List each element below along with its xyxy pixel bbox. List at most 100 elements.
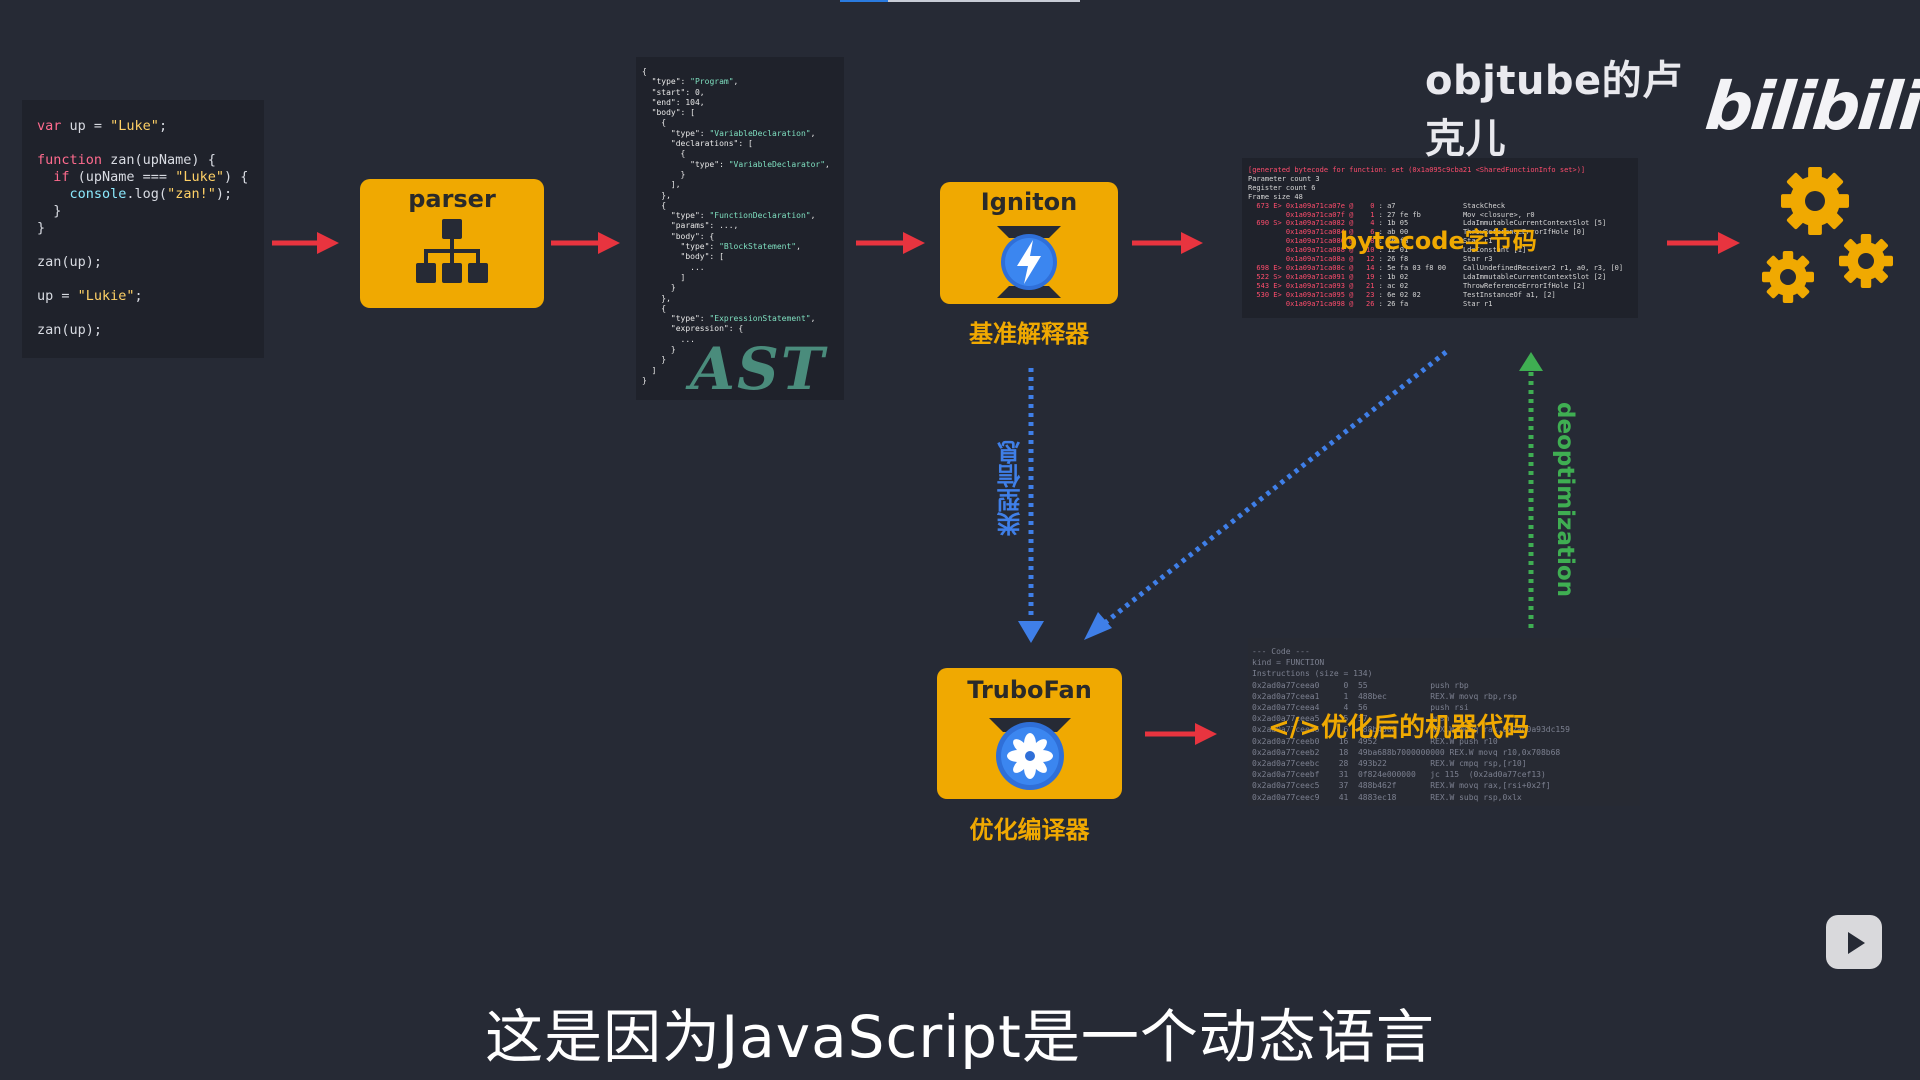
deoptimization-label: deoptimization bbox=[1552, 402, 1578, 598]
ast-line: "expression": { bbox=[642, 324, 744, 334]
machine-code-line: 0x2ad0a77ceea6 6 488b4500 REX.W movq rax… bbox=[1252, 725, 1570, 735]
bytecode-line: Parameter count 3 bbox=[1248, 174, 1320, 183]
parser-box: parser bbox=[360, 179, 544, 308]
bytecode-line: Frame size 48 bbox=[1248, 192, 1303, 201]
video-progress-track[interactable] bbox=[840, 0, 1080, 2]
deopt-arrowhead bbox=[1519, 352, 1543, 371]
bytecode-panel: [generated bytecode for function: set (0… bbox=[1242, 158, 1638, 318]
ast-line: } bbox=[642, 355, 667, 365]
bytecode-line: 698 E> 0x1a09a71ca08c @ 14 : 5e fa 03 f8… bbox=[1248, 263, 1624, 272]
bytecode-line: 0x1a09a71ca088 @ 10 : 12 01 LdaConstant … bbox=[1248, 246, 1527, 255]
source-to-parser-arrowhead bbox=[317, 232, 339, 254]
machine-code-line: kind = FUNCTION bbox=[1252, 658, 1325, 668]
type-info-arrowhead bbox=[1018, 621, 1044, 643]
ast-line: ... bbox=[642, 262, 705, 272]
machine-code-line: 0x2ad0a77ceec9 41 4883ec18 REX.W subq rs… bbox=[1252, 792, 1522, 802]
bytecode-line: 530 E> 0x1a09a71ca095 @ 23 : 6e 02 02 Te… bbox=[1248, 290, 1556, 299]
ast-line: "start": 0, bbox=[642, 87, 705, 97]
ast-line: } bbox=[642, 375, 647, 385]
bytecode-label: bytecode字节码 bbox=[1340, 227, 1537, 255]
bytecode-line: 0x1a09a71ca086 @ 8 : 26 fa Star r1 bbox=[1248, 237, 1493, 246]
machine-code-line: 0x2ad0a77ceebf 31 0f824e000000 jc 115 (0… bbox=[1252, 770, 1546, 780]
ast-line: "type": "FunctionDeclaration", bbox=[642, 211, 816, 221]
gears-icon bbox=[1762, 167, 1893, 303]
ast-line: "params": ..., bbox=[642, 221, 739, 231]
ast-line: "type": "VariableDeclarator", bbox=[642, 159, 830, 169]
gear-large bbox=[1781, 167, 1849, 235]
bytecode-line: 690 S> 0x1a09a71ca082 @ 4 : 1b 05 LdaImm… bbox=[1248, 219, 1607, 228]
ignition-to-bytecode-arrowhead bbox=[1181, 232, 1203, 254]
turbofan-box: TruboFan bbox=[937, 668, 1122, 799]
ast-line: { bbox=[642, 303, 667, 313]
source-code-line: if (upName === "Luke") { bbox=[53, 169, 249, 185]
turbofan-subtitle: 优化编译器 bbox=[969, 816, 1090, 844]
bytecode-line: [generated bytecode for function: set (0… bbox=[1248, 166, 1586, 174]
machine-code-line: 0x2ad0a77ceea0 0 55 push rbp bbox=[1252, 680, 1469, 690]
ignition-subtitle: 基准解释器 bbox=[969, 320, 1089, 348]
channel-name: objtube的卢克儿 bbox=[1425, 58, 1683, 162]
source-code-line: console.log("zan!"); bbox=[69, 186, 233, 202]
machine-code-line: 0x2ad0a77ceea5 5 57 push rdi bbox=[1252, 714, 1469, 724]
bytecode-line: 0x1a09a71ca098 @ 26 : 26 fa Star r1 bbox=[1248, 299, 1493, 308]
machine-code-line: --- Code --- bbox=[1252, 647, 1310, 656]
bytecode-to-turbofan-arrowhead bbox=[1084, 612, 1112, 640]
ast-panel: { "type": "Program", "start": 0, "end": … bbox=[636, 57, 844, 400]
ast-line: "type": "ExpressionStatement", bbox=[642, 314, 816, 324]
video-subtitle: 这是因为JavaScript是一个动态语言 bbox=[485, 1003, 1435, 1071]
ast-line: { bbox=[642, 118, 667, 128]
machine-code-label: </>优化后的机器代码 bbox=[1268, 713, 1530, 743]
play-button[interactable] bbox=[1826, 915, 1882, 969]
source-code-panel: var up = "Luke"; function zan(upName) { … bbox=[22, 100, 264, 358]
ast-line: { bbox=[642, 67, 647, 76]
bytecode-line: 0x1a09a71ca07f @ 1 : 27 fe fb Mov <closu… bbox=[1248, 210, 1535, 219]
play-icon bbox=[1835, 919, 1865, 954]
ast-label: AST bbox=[690, 335, 827, 403]
hierarchy-icon bbox=[416, 219, 488, 283]
bytecode-line: 543 E> 0x1a09a71ca093 @ 21 : ac 02 Throw… bbox=[1248, 281, 1586, 290]
ast-line: "end": 104, bbox=[642, 97, 705, 107]
machine-code-line: 0x2ad0a77ceec5 37 488b462f REX.W movq ra… bbox=[1252, 781, 1551, 791]
gear-small-right bbox=[1839, 234, 1893, 288]
parser-to-ast-arrowhead bbox=[598, 232, 620, 254]
ast-line: { bbox=[642, 200, 667, 210]
source-code-line: zan(up); bbox=[37, 322, 103, 338]
ast-line: }, bbox=[642, 190, 671, 200]
machine-code-line: 0x2ad0a77ceeb2 18 49ba688b7000000000 REX… bbox=[1252, 747, 1561, 757]
ast-line: "type": "BlockStatement", bbox=[642, 242, 801, 252]
lightning-icon bbox=[997, 226, 1061, 298]
ast-line: "body": { bbox=[642, 231, 715, 241]
source-code-line: function zan(upName) { bbox=[37, 152, 216, 168]
ast-to-ignition-arrowhead bbox=[903, 232, 925, 254]
ast-line: ], bbox=[642, 180, 681, 190]
ignition-box: Igniton bbox=[940, 182, 1118, 304]
source-code-line: } bbox=[37, 220, 46, 236]
fan-icon bbox=[989, 718, 1071, 790]
type-info-label: 类型信息 bbox=[997, 440, 1025, 536]
bytecode-to-output-arrowhead bbox=[1718, 232, 1740, 254]
machine-code-line: Instructions (size = 134) bbox=[1252, 669, 1373, 679]
bytecode-line: 0x1a09a71ca08a @ 12 : 26 f8 Star r3 bbox=[1248, 255, 1493, 264]
ast-line: } bbox=[642, 283, 676, 293]
ast-line: "body": [ bbox=[642, 108, 695, 118]
video-progress-fill bbox=[840, 0, 888, 2]
source-code-line: } bbox=[37, 203, 62, 219]
machine-code-line: 0x2ad0a77ceebc 28 493b22 REX.W cmpq rsp,… bbox=[1252, 759, 1527, 769]
ast-line: ... bbox=[642, 334, 695, 344]
machine-code-line: 0x2ad0a77ceeb0 16 4952 REX.W push r10 bbox=[1252, 736, 1498, 746]
gear-small-left bbox=[1762, 251, 1814, 303]
ast-line: } bbox=[642, 345, 676, 355]
ast-line: }, bbox=[642, 293, 671, 303]
machine-code-line: 0x2ad0a77ceea1 1 488bec REX.W movq rbp,r… bbox=[1252, 691, 1517, 701]
source-code-line: zan(up); bbox=[37, 254, 103, 270]
machine-code-line: 0x2ad0a77ceea4 4 56 push rsi bbox=[1252, 703, 1469, 713]
ast-line: { bbox=[642, 149, 686, 159]
ast-line: "body": [ bbox=[642, 252, 724, 262]
ast-line: "declarations": [ bbox=[642, 139, 753, 149]
ast-line: "type": "VariableDeclaration", bbox=[642, 128, 816, 138]
bytecode-line: 673 E> 0x1a09a71ca07e @ 0 : a7 StackChec… bbox=[1248, 201, 1506, 210]
parser-label: parser bbox=[408, 185, 496, 213]
bytecode-line: Register count 6 bbox=[1248, 183, 1316, 192]
bytecode-line: 522 S> 0x1a09a71ca091 @ 19 : 1b 02 LdaIm… bbox=[1248, 272, 1607, 281]
